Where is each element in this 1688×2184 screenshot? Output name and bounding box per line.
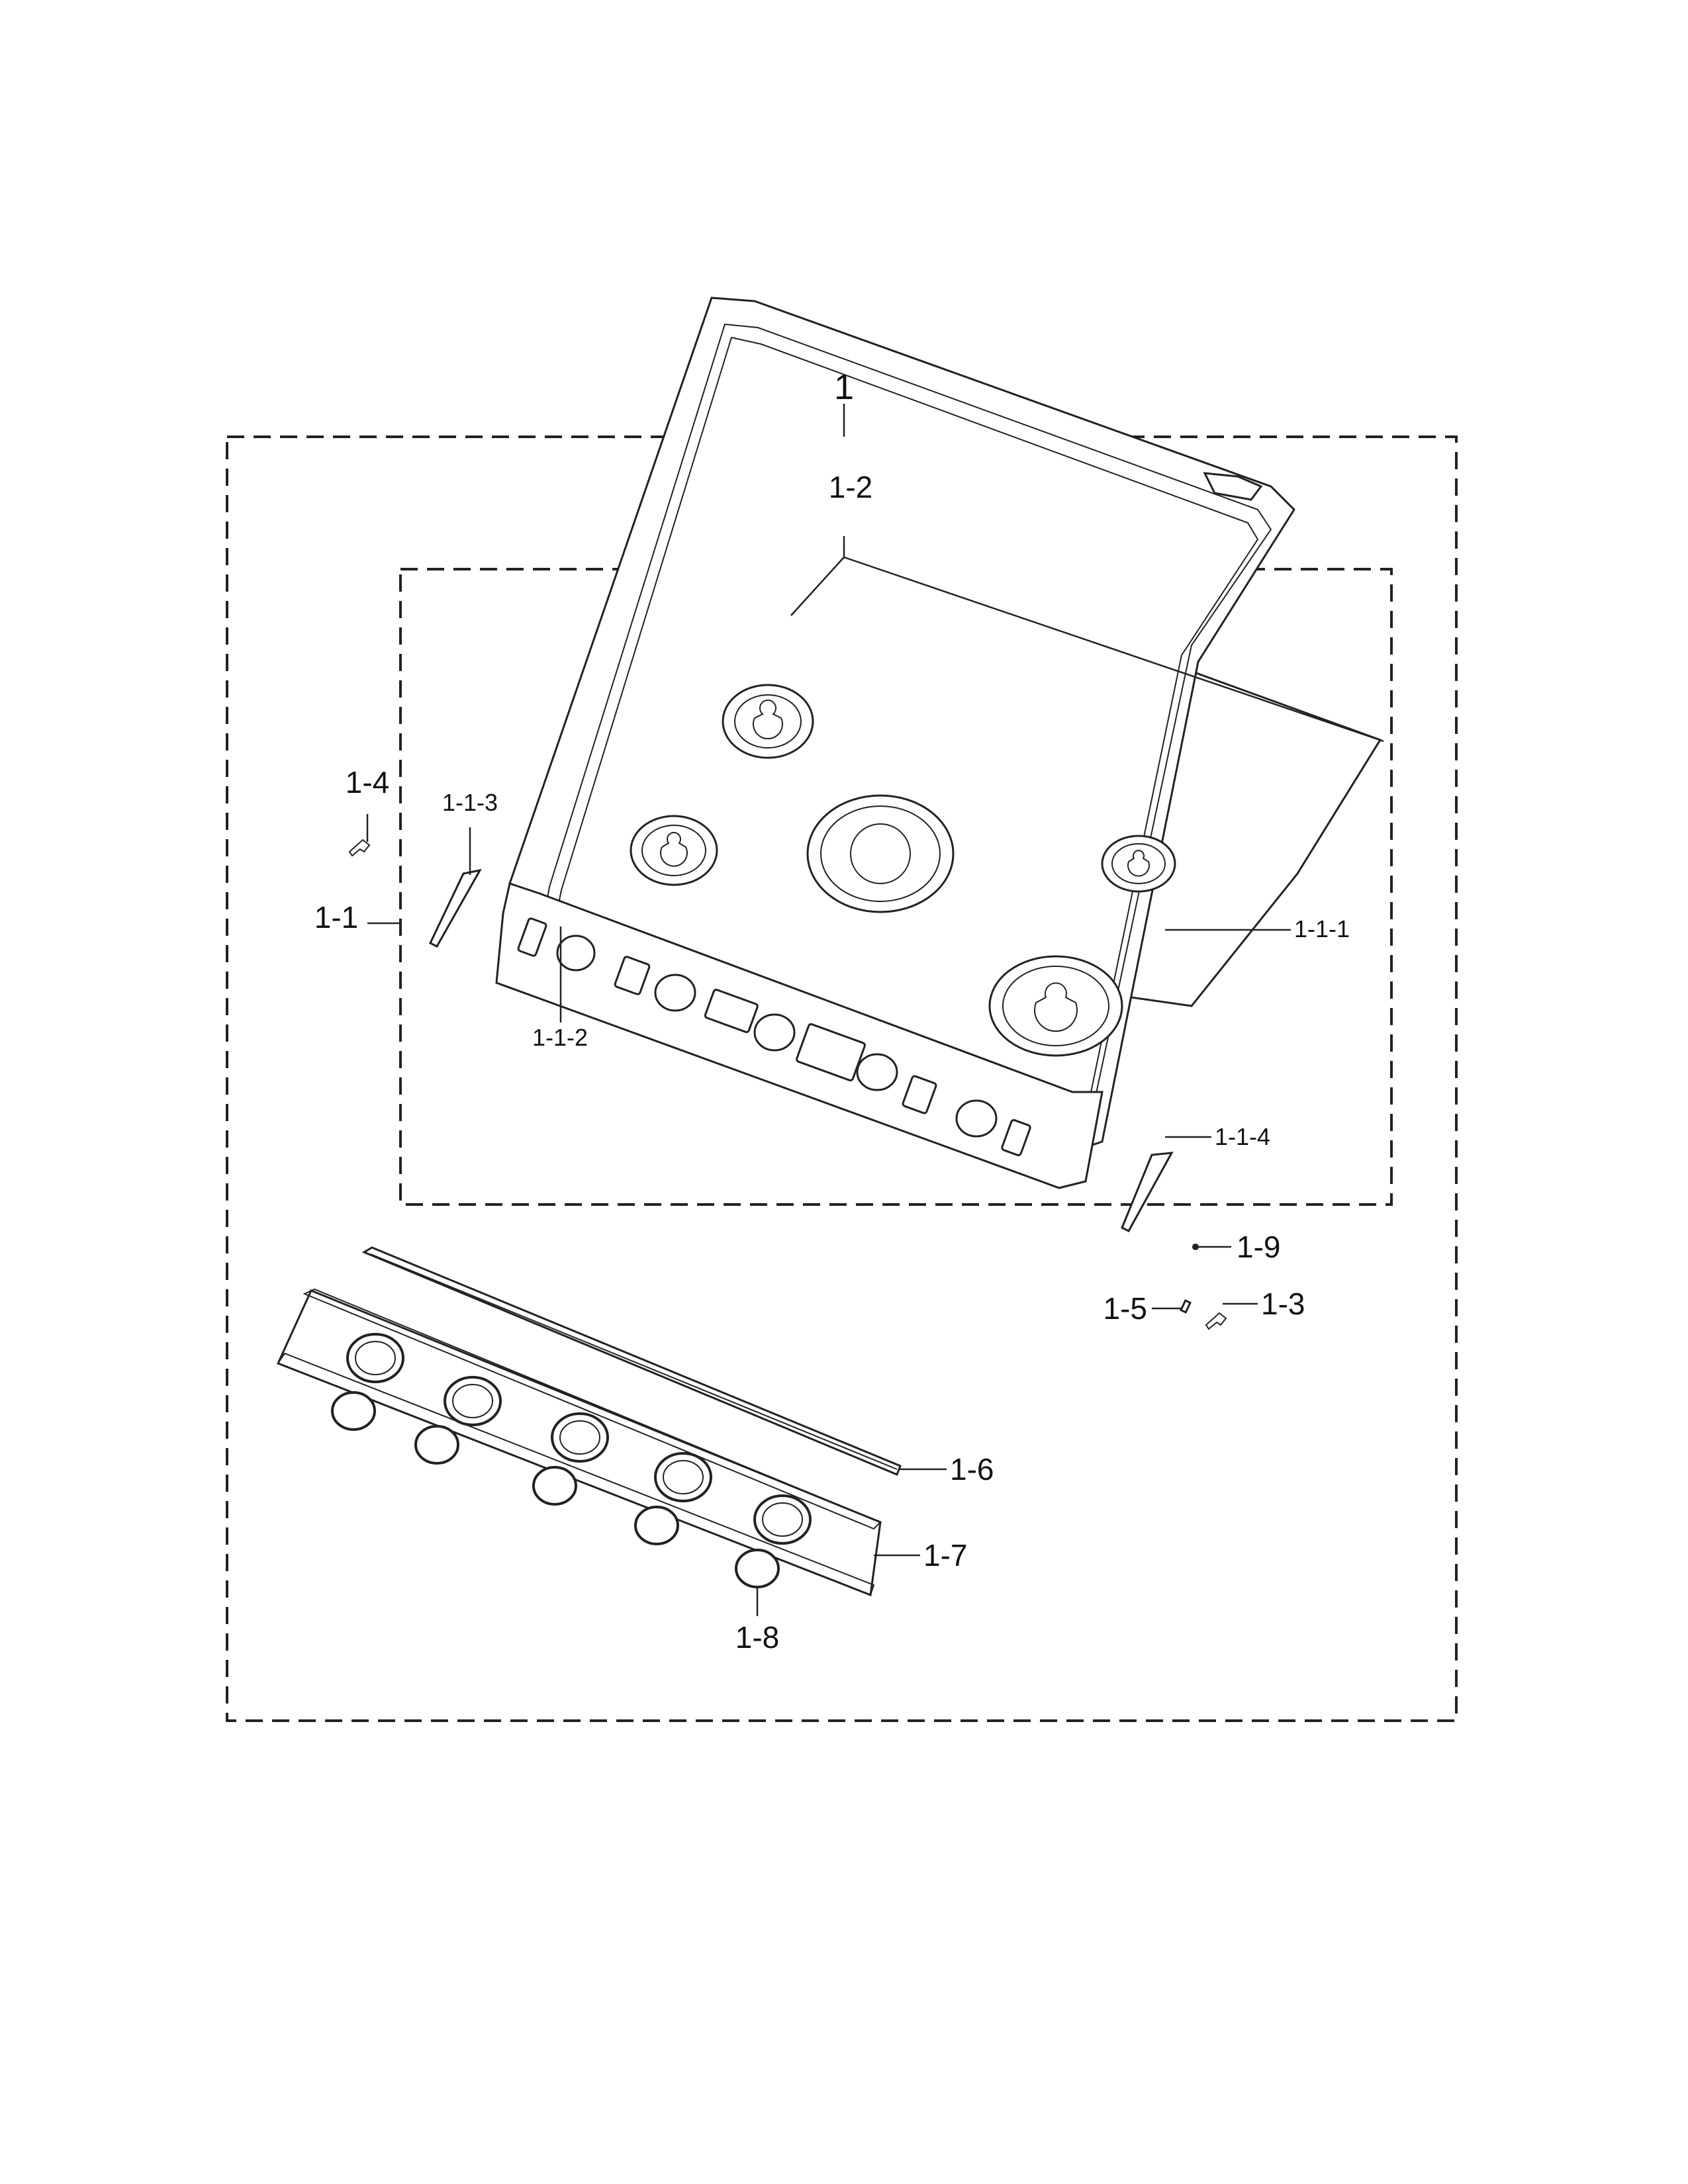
callout-1-7: 1-7 xyxy=(923,1538,967,1572)
burner-openings xyxy=(630,684,1176,1057)
callout-1-2: 1-2 xyxy=(829,470,872,504)
callout-1-1-4: 1-1-4 xyxy=(1215,1123,1270,1150)
callout-1-1-3: 1-1-3 xyxy=(442,789,498,816)
knob-rings-1-8 xyxy=(331,1391,780,1588)
clip-1-4 xyxy=(348,839,371,857)
callout-1-4: 1-4 xyxy=(346,765,389,799)
control-panel-holes xyxy=(517,917,1031,1157)
cooktop-top-panel xyxy=(495,296,1382,1189)
trim-strip-1-6-groove xyxy=(370,1253,898,1470)
hinge-1-1-3 xyxy=(429,868,482,948)
callout-1-8: 1-8 xyxy=(735,1620,779,1655)
callout-1-1: 1-1 xyxy=(314,900,358,934)
screw-1-9 xyxy=(1192,1244,1199,1250)
hinge-1-1-4 xyxy=(1121,1152,1174,1232)
callout-1-9: 1-9 xyxy=(1237,1230,1280,1264)
assembly-1-2-boundary xyxy=(399,568,1393,1206)
callout-1-5: 1-5 xyxy=(1103,1291,1147,1326)
callout-1-6: 1-6 xyxy=(950,1452,994,1486)
callout-1-1-1: 1-1-1 xyxy=(1294,915,1350,942)
callout-1-3: 1-3 xyxy=(1261,1287,1305,1321)
clip-1-3 xyxy=(1205,1312,1227,1330)
pin-1-5 xyxy=(1180,1299,1192,1314)
bezel-rings xyxy=(346,1333,812,1545)
leader-lines xyxy=(366,404,1384,1616)
callout-1-1-2: 1-1-2 xyxy=(532,1024,588,1051)
callout-1: 1 xyxy=(834,367,854,407)
